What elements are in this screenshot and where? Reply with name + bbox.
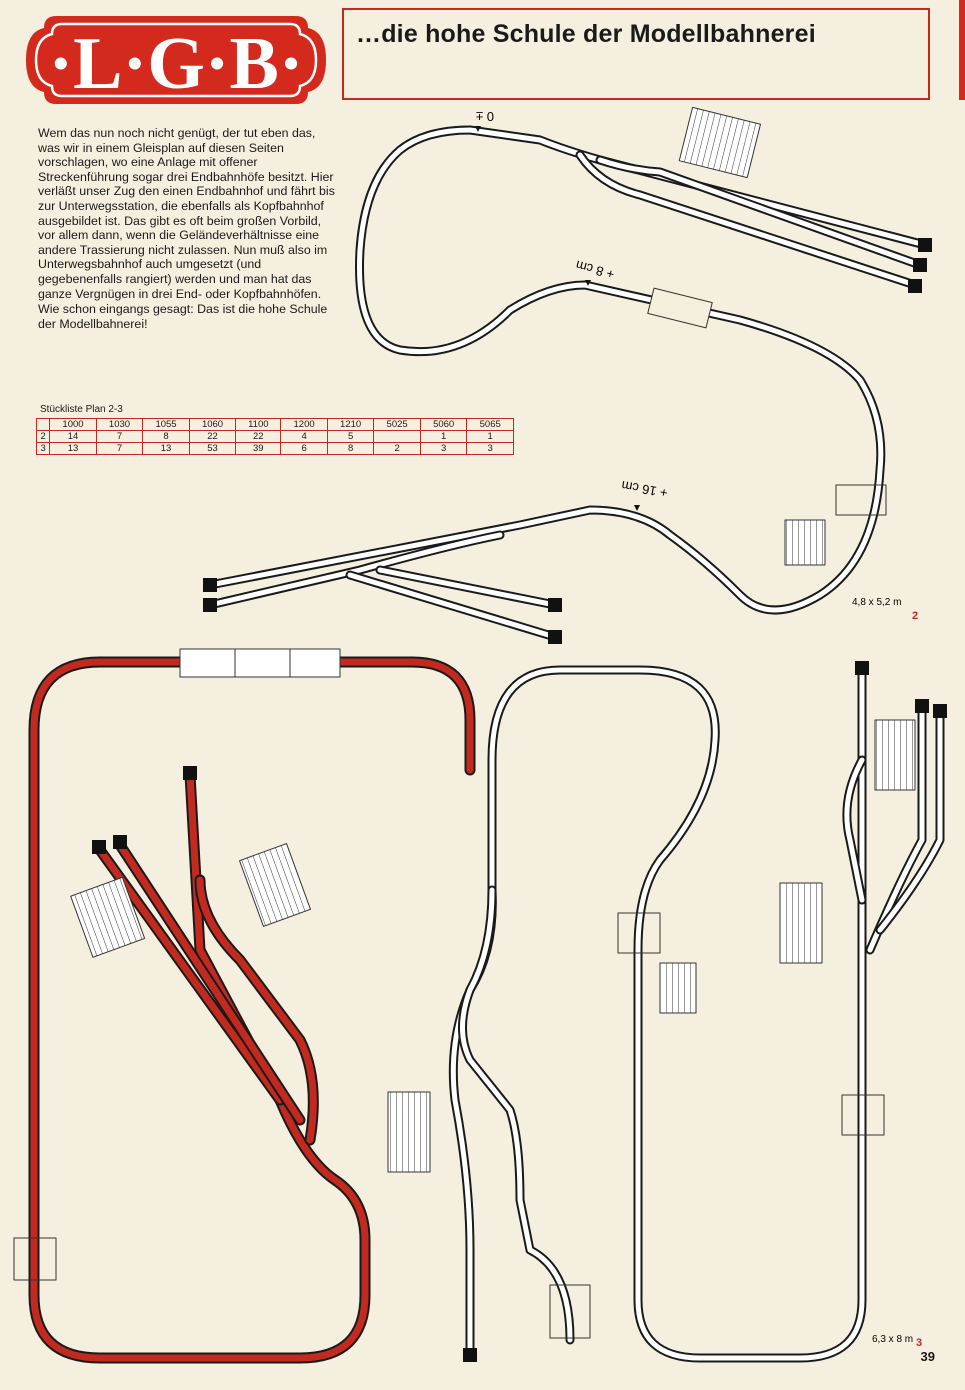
plan-2-size: 4,8 x 5,2 m [852, 597, 901, 608]
plan-2-station-track-inner [597, 157, 923, 268]
buffer-stop [918, 238, 932, 252]
plan-3-level-crossing [841, 1094, 885, 1136]
plan-2-number: 2 [912, 610, 918, 622]
plan-2-elevation-0: 0 ± [476, 109, 494, 124]
plan-3-building [70, 876, 146, 958]
plan-2-station-track-inner [347, 572, 558, 640]
plan-2-elevation-8: + 8 cm [574, 258, 616, 283]
plan-3-building [239, 843, 311, 927]
plan-3-red-track-inner [30, 658, 474, 1362]
plan-3-size: 6,3 x 8 m [872, 1334, 913, 1345]
plan-3-red-track-inner [116, 841, 304, 1124]
table-cell: 3 [35, 442, 51, 455]
buffer-stop [933, 704, 947, 718]
table-cell: 6 [280, 442, 328, 455]
plan-2-building [678, 106, 761, 179]
buffer-stop [913, 258, 927, 272]
elevation-marker [475, 126, 481, 132]
elevation-marker [585, 280, 591, 286]
plan-2-bridge [647, 287, 713, 329]
table-cell: 2 [373, 442, 421, 455]
plan-2-elevation-16: + 16 cm [620, 478, 669, 501]
buffer-stop [113, 835, 127, 849]
parts-list-title: Stückliste Plan 2-3 [40, 404, 123, 415]
plan-3-track-inner [877, 707, 943, 933]
plan-3-building [779, 882, 823, 964]
table-cell: 39 [235, 442, 282, 455]
plan-3-black-layout [387, 661, 947, 1363]
lgb-logo-graphic: ·L·G·B· [26, 16, 326, 105]
plan-3-red-track-inner [96, 846, 284, 1104]
headline-box: …die hohe Schule der Modellbahnerei [342, 8, 930, 100]
table-cell: 53 [188, 442, 237, 455]
buffer-stop [203, 578, 217, 592]
buffer-stop [463, 1348, 477, 1362]
table-cell: 8 [326, 442, 375, 455]
buffer-stop [908, 279, 922, 293]
edge-red-bar [959, 0, 965, 100]
buffer-stop [548, 630, 562, 644]
table-cell: 3 [466, 442, 514, 455]
table-cell: 13 [142, 442, 190, 455]
plan-3-bridge [179, 648, 341, 678]
table-row: 3 13 7 13 53 39 6 8 2 3 3 [35, 442, 514, 455]
intro-paragraph-2: Wie schon eingangs gesagt: Das ist die h… [38, 302, 328, 331]
plan-3-level-crossing [13, 1237, 57, 1281]
table-row: 2 14 7 8 22 22 4 5 1 1 [35, 430, 514, 443]
plan-3-tunnel [549, 1284, 591, 1339]
plan-2-station-track-inner [207, 532, 503, 608]
plan-3-red-layout [13, 648, 476, 1364]
plan-3-track-inner [460, 887, 573, 1343]
intro-text: Wem das nun noch nicht genügt, der tut e… [38, 126, 338, 332]
parts-header-row: 1000 1030 1055 1060 1100 1200 1210 5025 … [35, 418, 514, 431]
buffer-stop [92, 840, 106, 854]
page-number: 39 [920, 1349, 935, 1364]
plan-3-track-inner [844, 757, 865, 903]
plan-3-red-track [28, 656, 476, 1364]
plan-2-station-track-inner [577, 152, 918, 288]
plan-3-building [874, 719, 916, 791]
parts-list-table: 1000 1030 1055 1060 1100 1200 1210 5025 … [35, 418, 514, 455]
logo-text: ·L·G·B· [49, 23, 304, 105]
plan-3-number: 3 [916, 1337, 922, 1349]
intro-paragraph-1: Wem das nun noch nicht genügt, der tut e… [38, 126, 335, 301]
plan-3-level-crossing [617, 912, 661, 954]
lgb-logo: ·L·G·B· [26, 12, 326, 108]
plan-2-station-track-inner [377, 567, 558, 608]
elevation-marker [634, 505, 640, 511]
plan-2-building [784, 519, 826, 566]
plan-3-building [387, 1091, 431, 1173]
plan-2-track-inner [207, 127, 928, 613]
plan-3-track [448, 665, 867, 1363]
plan-3-red-track-inner [196, 876, 317, 1144]
buffer-stop [183, 766, 197, 780]
plan-3-building [659, 962, 697, 1014]
buffer-stop [855, 661, 869, 675]
plan-2-layout [203, 106, 932, 644]
buffer-stop [203, 598, 217, 612]
plan-2-level-crossing [835, 484, 887, 516]
buffer-stop [915, 699, 929, 713]
plan-3-track-inner [450, 667, 865, 1361]
page-title: …die hohe Schule der Modellbahnerei [356, 20, 816, 48]
buffer-stop [548, 598, 562, 612]
